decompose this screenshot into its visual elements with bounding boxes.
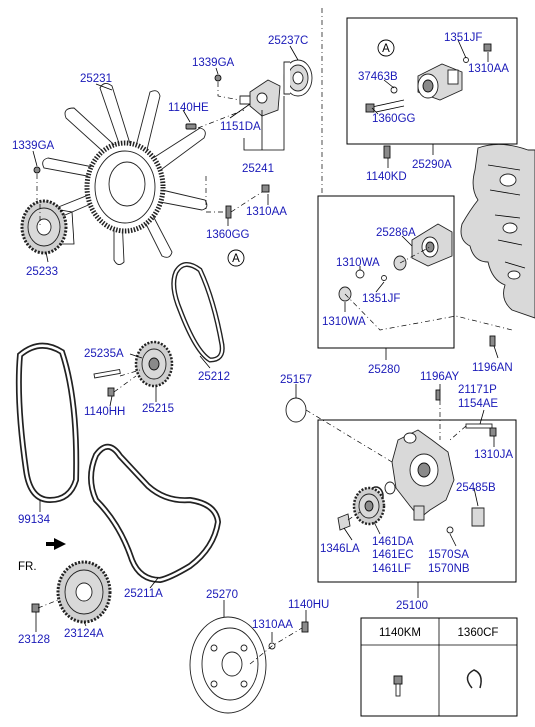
bolt-1310AA-a [261,184,270,193]
label-37463B: 37463B [358,71,398,83]
label-99134: 99134 [18,514,51,526]
label-25215: 25215 [142,403,174,415]
thermostat-housing [365,43,492,159]
label-1339GA-left: 1339GA [12,140,55,152]
label-1310WA-a: 1310WA [336,257,380,269]
label-1351JF-a: 1351JF [444,32,482,44]
belt-25212 [171,262,225,363]
front-arrow-icon [46,538,66,550]
bolt-1196AN [489,335,496,347]
leader-lines [32,39,499,642]
water-pump-body [368,429,485,534]
label-1570NB: 1570NB [428,563,470,575]
label-1196AY: 1196AY [420,371,460,383]
pump-pulley [337,486,386,531]
label-1310AA-b: 1310AA [468,63,509,75]
label-1310WA-b: 1310WA [322,316,366,328]
plug-1310JA [489,427,497,437]
dashed-alignment-lines [36,8,513,665]
label-1310AA-c: 1310AA [252,619,293,631]
circle-a-top: A [377,39,395,57]
label-1140HH: 1140HH [84,406,125,418]
legend-bolt-icon [393,675,403,697]
label-25286A: 25286A [376,227,416,239]
label-1151DA: 1151DA [220,121,261,133]
label-1310JA: 1310JA [474,449,513,461]
bolt-1339GA-top [214,74,222,82]
label-1461DA: 1461DA [372,536,414,548]
fan-pulley [283,59,313,97]
stud-1154AE [465,423,493,429]
label-1461LF: 1461LF [372,563,411,575]
legend-header-1360CF: 1360CF [458,627,499,639]
label-1360GG-a: 1360GG [206,229,250,241]
label-21171P: 21171P [458,384,497,396]
engine-block [460,144,535,319]
label-1346LA: 1346LA [320,543,360,555]
label-25241: 25241 [242,163,274,175]
label-1339GA-top: 1339GA [192,57,235,69]
label-25233: 25233 [26,266,58,278]
circle-a-mid: A [227,249,245,267]
label-1461EC: 1461EC [372,549,414,561]
part-labels: 25237C 1339GA 25231 1140HE 1151DA 1339GA… [12,32,513,646]
label-25212: 25212 [198,371,230,383]
label-1140HU: 1140HU [288,599,329,611]
legend-clip-icon [466,669,482,689]
label-25100: 25100 [396,600,428,612]
stud-1196AY [435,389,441,401]
label-1140HE: 1140HE [168,102,209,114]
pump-body-box [317,419,517,583]
label-23128: 23128 [18,634,50,646]
label-1310AA-a: 1310AA [246,206,287,218]
crank-pulley [31,560,112,624]
idler-pulley [93,340,174,397]
fan-clutch [20,199,75,255]
label-25231: 25231 [80,73,112,85]
label-25235A: 25235A [84,348,124,360]
label-23124A: 23124A [64,628,104,640]
legend-header-1140KM: 1140KM [379,627,421,639]
damper-25270 [189,616,309,714]
thermostat-housing-box [346,17,518,145]
label-25485B: 25485B [456,482,496,494]
label-25211A: 25211A [124,588,163,600]
belt-25211A [88,443,222,584]
cooling-fan [42,83,208,265]
label-25270: 25270 [206,589,238,601]
bolt-1360GG-a [225,205,232,219]
label-front: FR. [18,561,37,573]
label-1196AN: 1196AN [472,362,513,374]
label-1570SA: 1570SA [428,549,469,561]
label-1351JF-b: 1351JF [362,293,400,305]
svg-text:A: A [382,43,390,55]
label-25157: 25157 [280,374,312,386]
label-1140KD: 1140KD [366,171,407,183]
fan-bracket [239,79,281,117]
belt-99134 [15,342,80,504]
label-25280: 25280 [368,364,400,376]
svg-text:A: A [232,253,240,265]
gasket-25157 [285,397,307,423]
legend-table [360,617,518,717]
label-25290A: 25290A [412,159,452,171]
bolt-1140HE [185,123,197,130]
label-1360GG-b: 1360GG [372,113,416,125]
label-1154AE: 1154AE [458,398,498,410]
bolt-1339GA-left [33,166,41,174]
label-25237C: 25237C [268,35,308,47]
